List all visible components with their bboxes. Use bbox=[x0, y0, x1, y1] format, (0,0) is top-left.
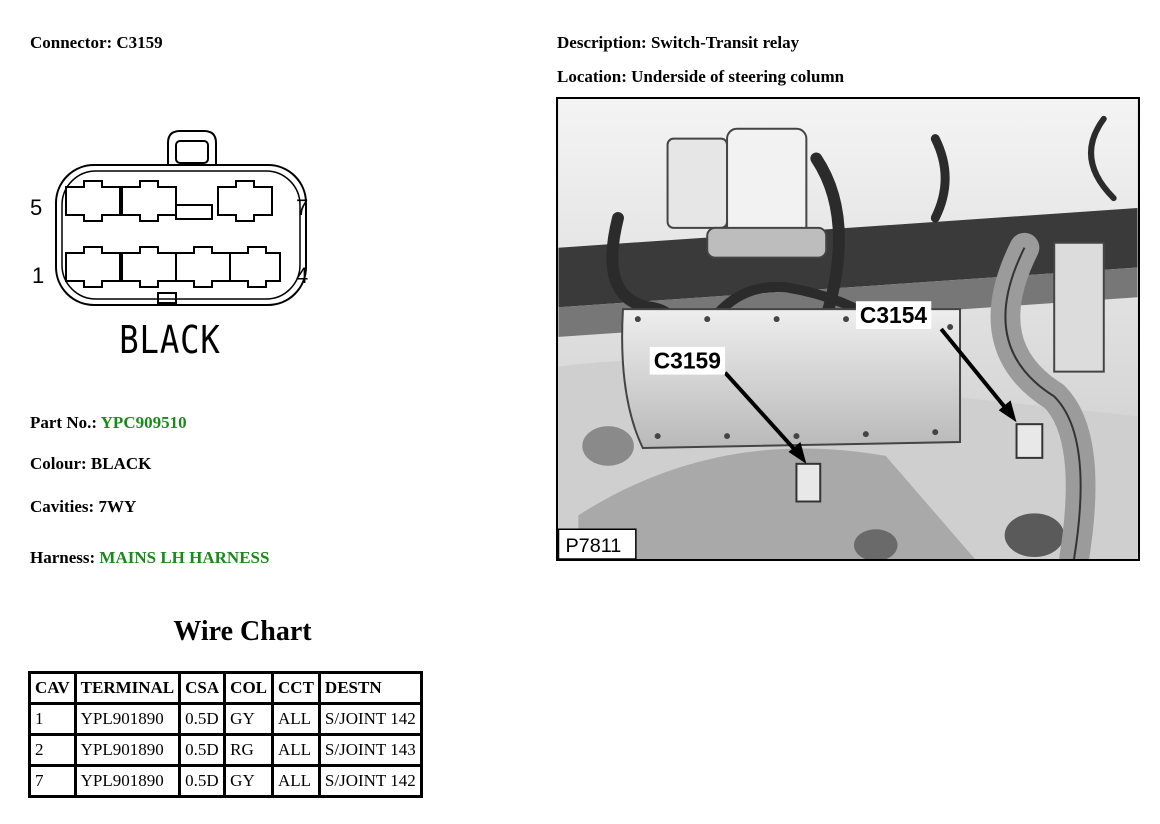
table-cell: ALL bbox=[271, 733, 321, 767]
colour-field: Colour: BLACK bbox=[30, 454, 151, 474]
pin-number-5: 5 bbox=[30, 195, 42, 220]
table-cell: YPL901890 bbox=[73, 702, 182, 736]
description-label: Description: bbox=[557, 33, 647, 52]
connector-diagram: 5 7 1 4 bbox=[30, 130, 308, 306]
table-cell: 0.5D bbox=[178, 764, 227, 798]
callout-c3154: C3154 bbox=[860, 302, 927, 328]
table-cell: YPL901890 bbox=[73, 764, 182, 798]
table-cell: S/JOINT 143 bbox=[317, 733, 423, 767]
wire-chart-title: Wire Chart bbox=[173, 616, 312, 647]
callout-c3159: C3159 bbox=[654, 348, 721, 374]
cavities-label: Cavities: bbox=[30, 497, 95, 516]
connector-c3154-shape bbox=[1015, 423, 1044, 459]
location-label: Location: bbox=[557, 67, 627, 86]
cavities-field: Cavities: 7WY bbox=[30, 497, 136, 517]
connector-c3159-shape bbox=[795, 462, 822, 503]
column-header-cct: CCT bbox=[271, 671, 321, 705]
table-cell: S/JOINT 142 bbox=[317, 764, 423, 798]
location-photo: C3154 C3159 P7811 bbox=[556, 97, 1140, 561]
table-cell: 2 bbox=[28, 733, 77, 767]
connector-field: Connector: C3159 bbox=[30, 33, 163, 53]
table-cell: 7 bbox=[28, 764, 77, 798]
table-row: 1 YPL901890 0.5D GY ALL S/JOINT 142 bbox=[28, 702, 423, 736]
cavities-value: 7WY bbox=[98, 497, 137, 516]
table-cell: ALL bbox=[271, 764, 321, 798]
column-header-cav: CAV bbox=[28, 671, 77, 705]
table-cell: RG bbox=[223, 733, 275, 767]
table-cell: ALL bbox=[271, 702, 321, 736]
column-header-csa: CSA bbox=[178, 671, 227, 705]
colour-value: BLACK bbox=[90, 454, 152, 473]
connector-label: Connector: bbox=[30, 33, 113, 52]
wire-chart-table: CAV TERMINAL CSA COL CCT DESTN 1 YPL9018… bbox=[28, 671, 423, 798]
harness-label: Harness: bbox=[30, 548, 96, 567]
description-field: Description: Switch-Transit relay bbox=[557, 33, 799, 53]
part-no-link[interactable]: YPC909510 bbox=[100, 413, 187, 432]
table-header-row: CAV TERMINAL CSA COL CCT DESTN bbox=[28, 671, 423, 705]
column-header-col: COL bbox=[223, 671, 275, 705]
table-cell: GY bbox=[223, 702, 275, 736]
harness-link[interactable]: MAINS LH HARNESS bbox=[99, 548, 270, 567]
table-cell: GY bbox=[223, 764, 275, 798]
pin-number-7: 7 bbox=[296, 195, 308, 220]
photo-reference: P7811 bbox=[565, 535, 621, 557]
pin-number-4: 4 bbox=[296, 263, 308, 288]
colour-label: Colour: bbox=[30, 454, 87, 473]
location-value: Underside of steering column bbox=[631, 67, 845, 86]
column-header-terminal: TERMINAL bbox=[73, 671, 182, 705]
description-value: Switch-Transit relay bbox=[650, 33, 800, 52]
table-cell: YPL901890 bbox=[73, 733, 182, 767]
part-no-label: Part No.: bbox=[30, 413, 98, 432]
harness-field: Harness: MAINS LH HARNESS bbox=[30, 548, 269, 568]
table-cell: S/JOINT 142 bbox=[317, 702, 423, 736]
diagram-colour-label: BLACK bbox=[119, 318, 221, 362]
table-cell: 0.5D bbox=[178, 733, 227, 767]
part-no-field: Part No.: YPC909510 bbox=[30, 413, 187, 433]
location-field: Location: Underside of steering column bbox=[557, 67, 844, 87]
location-photo-illustration: C3154 C3159 P7811 bbox=[558, 99, 1138, 559]
connector-value: C3159 bbox=[116, 33, 163, 52]
table-cell: 0.5D bbox=[178, 702, 227, 736]
table-row: 2 YPL901890 0.5D RG ALL S/JOINT 143 bbox=[28, 733, 423, 767]
table-cell: 1 bbox=[28, 702, 77, 736]
table-row: 7 YPL901890 0.5D GY ALL S/JOINT 142 bbox=[28, 764, 423, 798]
column-header-destn: DESTN bbox=[317, 671, 423, 705]
pin-number-1: 1 bbox=[32, 263, 44, 288]
